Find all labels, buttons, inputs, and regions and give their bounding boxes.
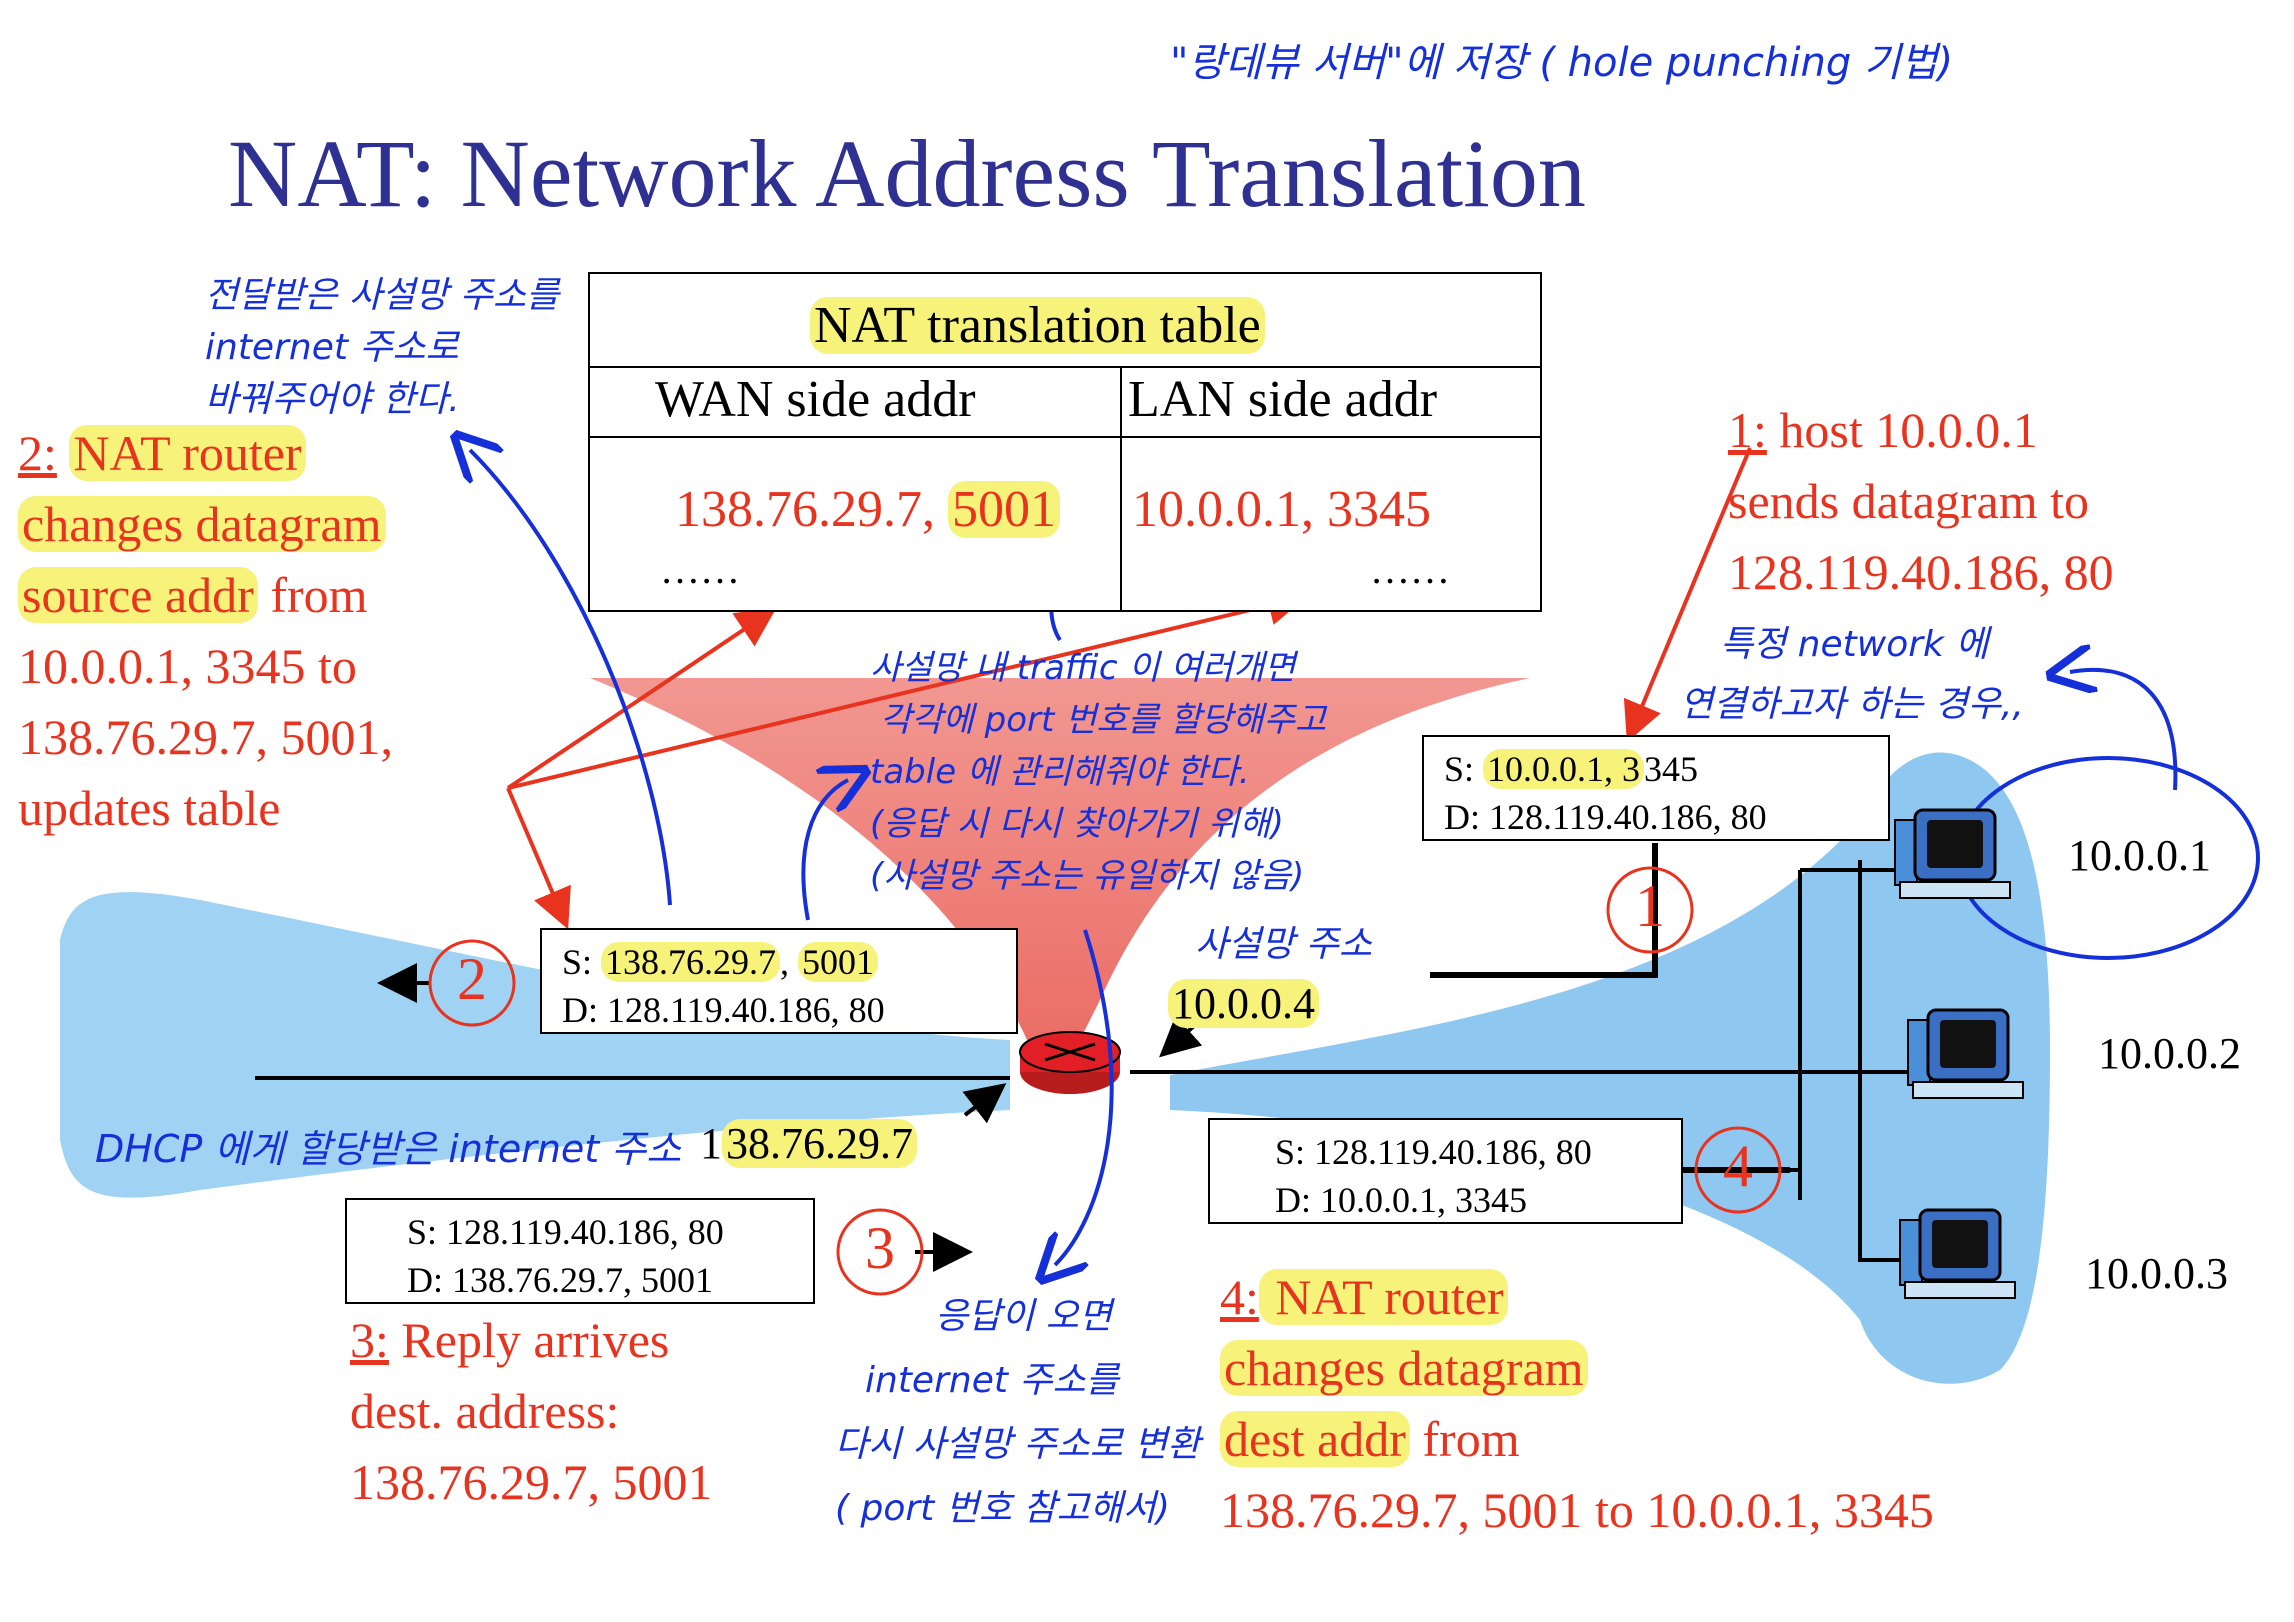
step2-text: 2: NAT router changes datagram source ad… (18, 425, 393, 836)
note-right: 특정 network 에 연결하고자 하는 경우,, (1680, 624, 2024, 725)
wan-ellipsis: …… (660, 547, 740, 592)
packet-3: S: 128.119.40.186, 80 D: 138.76.29.7, 50… (345, 1198, 815, 1304)
packet-2: S: 138.76.29.7, 5001 D: 128.119.40.186, … (540, 928, 1018, 1034)
computer-icon (1899, 1208, 2016, 1299)
host-ip-3: 10.0.0.3 (2085, 1249, 2228, 1298)
note-reply: 응답이 오면 internet 주소를 다시 사설망 주소로 변환 ( port… (835, 1296, 1201, 1529)
table-caption: NAT translation table (810, 296, 1265, 355)
note-dhcp: DHCP 에게 할당받은 internet 주소 (95, 1127, 682, 1171)
router-wan-ip: 138.76.29.7 (700, 1118, 917, 1169)
lan-horn (1170, 752, 2050, 1384)
note-left: 전달받은 사설망 주소를 internet 주소로 바꿔주어야 한다. (205, 275, 560, 420)
col-lan-header: LAN side addr (1128, 371, 1438, 428)
lan-ellipsis: …… (1370, 547, 1450, 592)
router-lan-ip: 10.0.0.4 (1168, 978, 1319, 1029)
host-ip-2: 10.0.0.2 (2098, 1029, 2241, 1078)
computer-icon (1907, 1008, 2024, 1099)
note-private-address: 사설망 주소 (1195, 924, 1373, 965)
host-ip-1: 10.0.0.1 (2068, 831, 2211, 880)
note-hole-punching: "랑데뷰 서버"에 저장 ( hole punching 기법) (1170, 40, 1954, 86)
circle-2: 2 (457, 946, 487, 1012)
circle-4: 4 (1723, 1133, 1753, 1199)
row-wan-addr: 138.76.29.7, 5001 (675, 480, 1060, 539)
packet-4: S: 128.119.40.186, 80 D: 10.0.0.1, 3345 (1208, 1118, 1683, 1224)
step4-text: 4: NAT router changes datagram dest addr… (1220, 1269, 1934, 1538)
step3-text: 3: Reply arrives dest. address: 138.76.2… (350, 1312, 713, 1510)
note-center: 사설망 내 traffic 이 여러개면 각각에 port 번호를 할당해주고 … (870, 648, 1327, 896)
step1-text: 1: host 10.0.0.1 sends datagram to 128.1… (1728, 402, 2114, 600)
circle-1: 1 (1635, 873, 1665, 939)
page-title: NAT: Network Address Translation (228, 120, 1586, 227)
nat-translation-table: NAT translation table WAN side addr LAN … (588, 272, 1542, 612)
circle-3: 3 (865, 1215, 895, 1281)
computer-icon (1894, 808, 2011, 899)
col-wan-header: WAN side addr (655, 371, 976, 428)
row-lan-addr: 10.0.0.1, 3345 (1132, 481, 1431, 538)
